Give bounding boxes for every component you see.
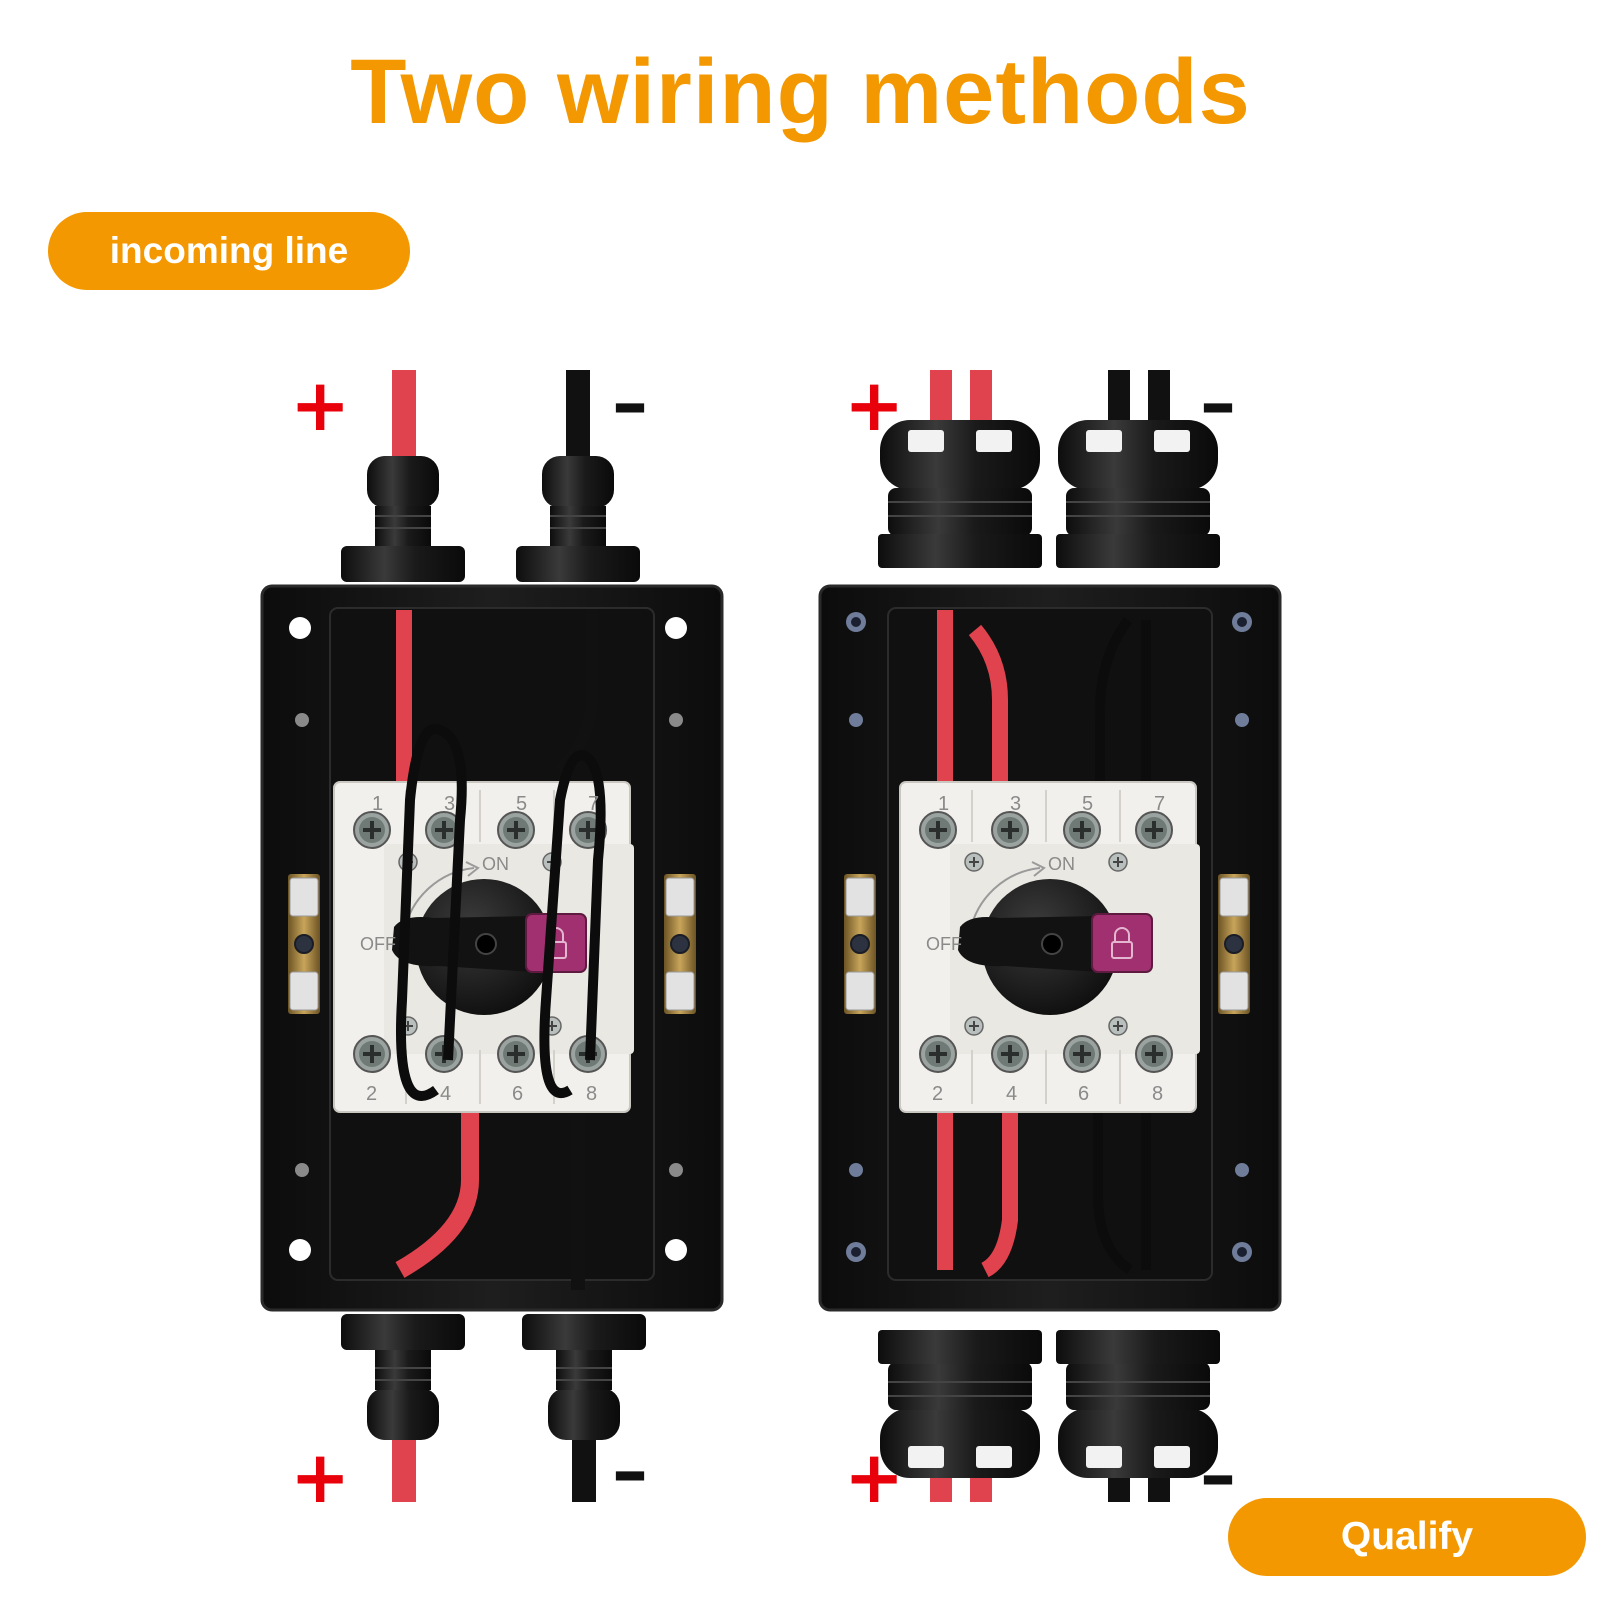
cable-gland-icon	[515, 455, 641, 583]
on-label: ON	[482, 854, 509, 874]
terminal-label: 5	[516, 793, 527, 815]
minus-sign: –	[1200, 361, 1236, 445]
terminal-label: 4	[440, 1083, 451, 1105]
wiring-method-double-cable	[818, 370, 1282, 1502]
minus-sign: –	[612, 361, 648, 445]
off-label: OFF	[926, 934, 962, 954]
plus-sign: +	[290, 363, 350, 447]
terminal-label: 8	[1152, 1083, 1163, 1105]
incoming-line-badge: incoming line	[48, 212, 410, 290]
cable-gland-icon	[340, 455, 466, 583]
terminal-label: 7	[1154, 793, 1165, 815]
terminal-label: 5	[1082, 793, 1093, 815]
terminal-label: 2	[366, 1083, 377, 1105]
terminal-label: 3	[1010, 793, 1021, 815]
plus-sign: +	[844, 1435, 904, 1519]
off-label: OFF	[360, 934, 396, 954]
on-label: ON	[1048, 854, 1075, 874]
terminal-label: 3	[444, 793, 455, 815]
terminal-label: 1	[938, 793, 949, 815]
plus-sign: +	[290, 1435, 350, 1519]
wiring-method-single-cable	[260, 370, 724, 1502]
page-title: Two wiring methods	[350, 41, 1251, 143]
terminal-label: 1	[372, 793, 383, 815]
terminal-label: 6	[1078, 1083, 1089, 1105]
terminal-label: 6	[512, 1083, 523, 1105]
plus-sign: +	[844, 363, 904, 447]
terminal-label: 4	[1006, 1083, 1017, 1105]
terminal-label: 8	[586, 1083, 597, 1105]
minus-sign: –	[612, 1429, 648, 1513]
qualify-badge: Qualify	[1228, 1498, 1586, 1576]
terminal-label: 7	[588, 793, 599, 815]
minus-sign: –	[1200, 1433, 1236, 1517]
terminal-label: 2	[932, 1083, 943, 1105]
